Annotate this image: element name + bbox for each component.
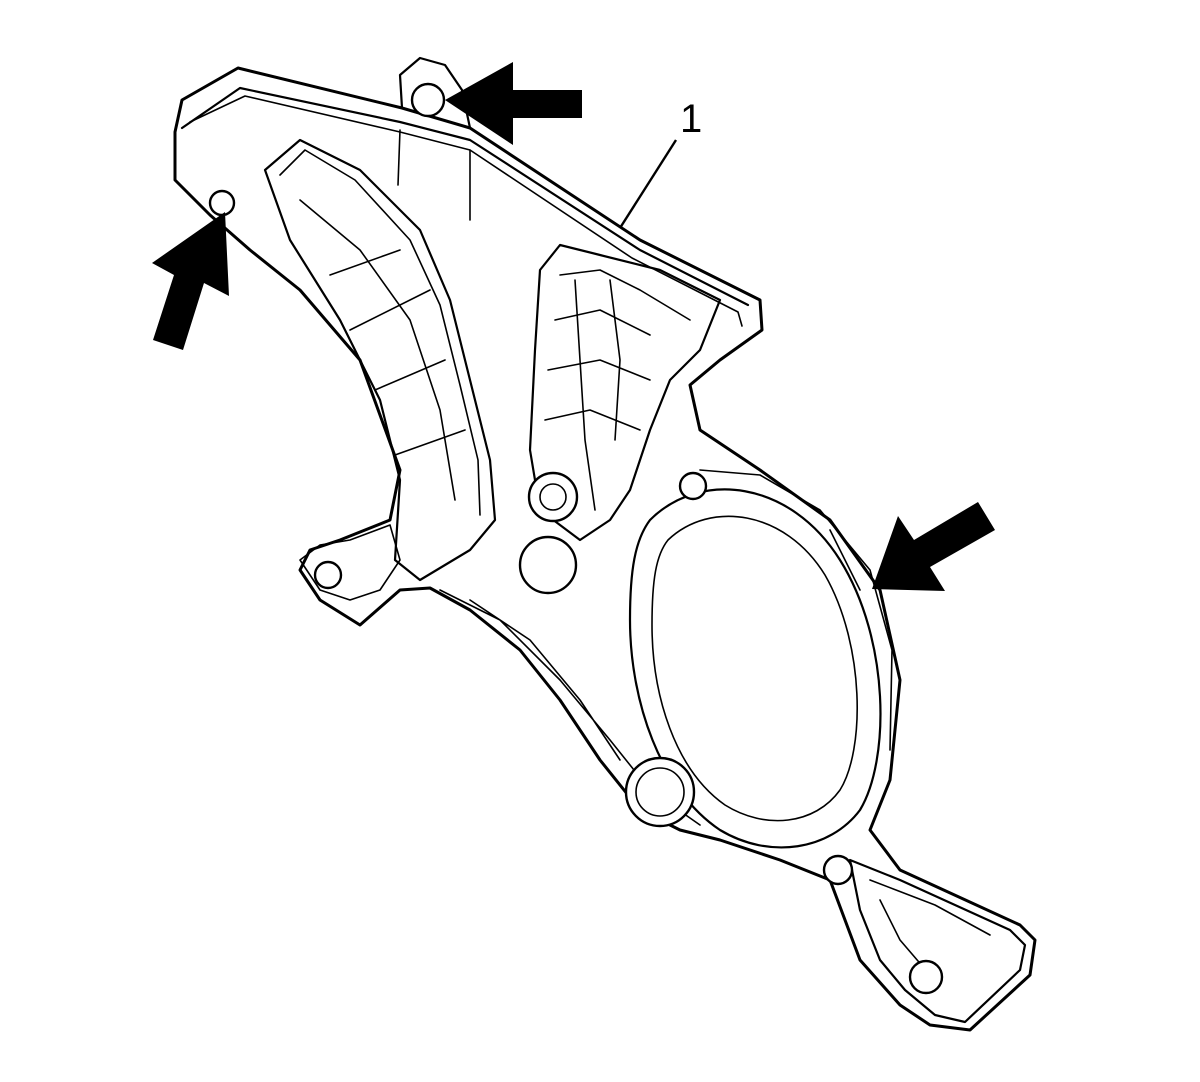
bolts (208, 82, 944, 995)
cover-outer-outline (173, 66, 1037, 1032)
bolt-center-lower (518, 535, 578, 595)
oval-opening-outer (628, 488, 882, 849)
top-rim-rail (180, 86, 750, 307)
oval-rim-detail (699, 469, 893, 751)
callout-number: 1 (680, 97, 702, 141)
left-foot (299, 524, 401, 601)
bolt-right-foot (908, 959, 944, 995)
indicator-arrows (152, 62, 995, 591)
oval-opening-inner (651, 515, 859, 822)
left-channel-outer (263, 138, 497, 582)
central-rib-detail (544, 269, 691, 511)
bolt-center-upper-ring (539, 483, 567, 511)
bolt-bottom-boss-ring (635, 767, 685, 817)
central-rib (528, 243, 722, 542)
arrow-top-icon (445, 62, 582, 145)
bolt-hole-top (410, 82, 446, 118)
arrow-left-icon (152, 212, 229, 350)
callout-leader-line (618, 139, 678, 229)
arrow-right-icon (872, 502, 995, 591)
left-channel-inner (279, 149, 481, 516)
right-foot (848, 858, 1027, 1024)
callout: 1 (618, 97, 702, 229)
top-tab-posts (397, 129, 471, 221)
bolt-right-upper (678, 471, 708, 501)
bolt-left-foot (313, 560, 343, 590)
engine-cover-part (173, 56, 1037, 1032)
bolt-hole-left (208, 189, 236, 217)
bolt-right-mid (822, 854, 854, 886)
bolt-center-upper (527, 471, 579, 523)
